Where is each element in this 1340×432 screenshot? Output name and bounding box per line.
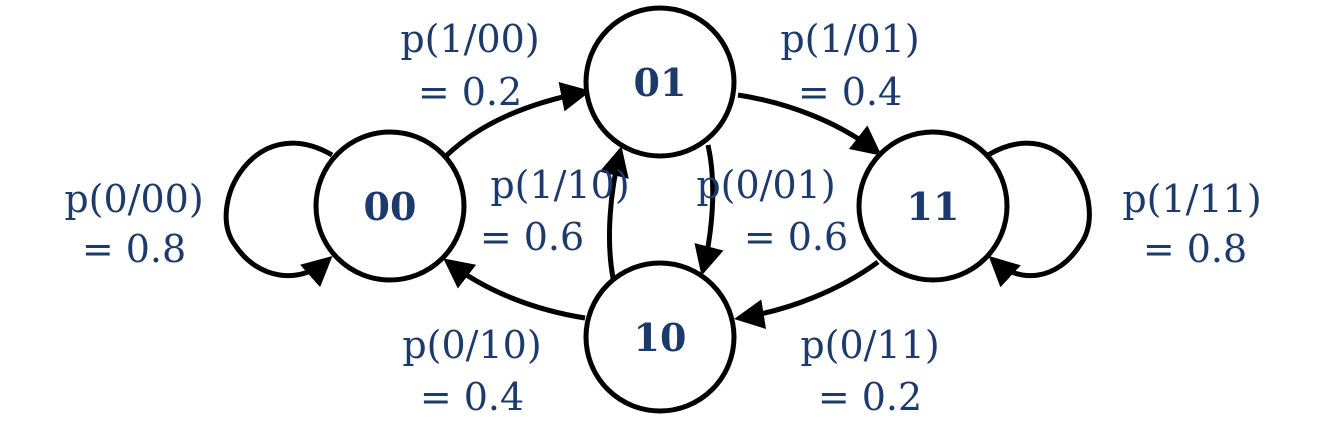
- transition-label-01-10: p(0/01) = 0.6: [696, 163, 848, 259]
- transition-label-00-00: p(0/00) = 0.8: [64, 177, 203, 271]
- edge-11-11: [986, 140, 1092, 288]
- prob-11-10: p(0/11): [800, 323, 939, 367]
- value-01-11: = 0.4: [798, 70, 902, 114]
- transition-label-10-01: p(1/10) = 0.6: [480, 163, 630, 259]
- edge-01-10: [694, 144, 724, 276]
- value-11-10: = 0.2: [818, 375, 922, 419]
- value-10-01: = 0.6: [480, 215, 584, 259]
- edge-11-10: [734, 259, 880, 330]
- prob-10-00: p(0/10): [402, 323, 541, 367]
- transition-label-11-11: p(1/11) = 0.8: [1122, 177, 1261, 271]
- edge-00-01: [442, 82, 591, 160]
- edge-00-00: [223, 140, 334, 288]
- transition-label-01-11: p(1/01) = 0.4: [780, 17, 919, 114]
- state-10: 10: [583, 260, 737, 414]
- value-01-10: = 0.6: [744, 215, 848, 259]
- state-11: 11: [856, 129, 1010, 283]
- value-11-11: = 0.8: [1143, 227, 1247, 271]
- state-11-label: 11: [907, 184, 960, 229]
- prob-11-11: p(1/11): [1122, 177, 1261, 221]
- state-10-label: 10: [634, 315, 687, 360]
- state-00: 00: [313, 129, 467, 283]
- prob-10-01: p(1/10): [490, 163, 629, 207]
- prob-00-01: p(1/00): [400, 17, 539, 61]
- transition-label-11-10: p(0/11) = 0.2: [800, 323, 939, 419]
- state-01-label: 01: [634, 60, 687, 105]
- edge-01-11: [737, 92, 882, 156]
- prob-01-11: p(1/01): [780, 17, 919, 61]
- state-01: 01: [583, 5, 737, 159]
- transition-label-00-01: p(1/00) = 0.2: [400, 17, 539, 114]
- value-00-01: = 0.2: [418, 70, 522, 114]
- transition-label-10-00: p(0/10) = 0.4: [402, 323, 541, 419]
- prob-01-10: p(0/01): [696, 163, 835, 207]
- prob-00-00: p(0/00): [64, 177, 203, 221]
- edge-10-01: [599, 146, 629, 279]
- value-10-00: = 0.4: [420, 375, 524, 419]
- value-00-00: = 0.8: [82, 227, 186, 271]
- state-00-label: 00: [364, 184, 417, 229]
- edge-10-00: [443, 258, 586, 321]
